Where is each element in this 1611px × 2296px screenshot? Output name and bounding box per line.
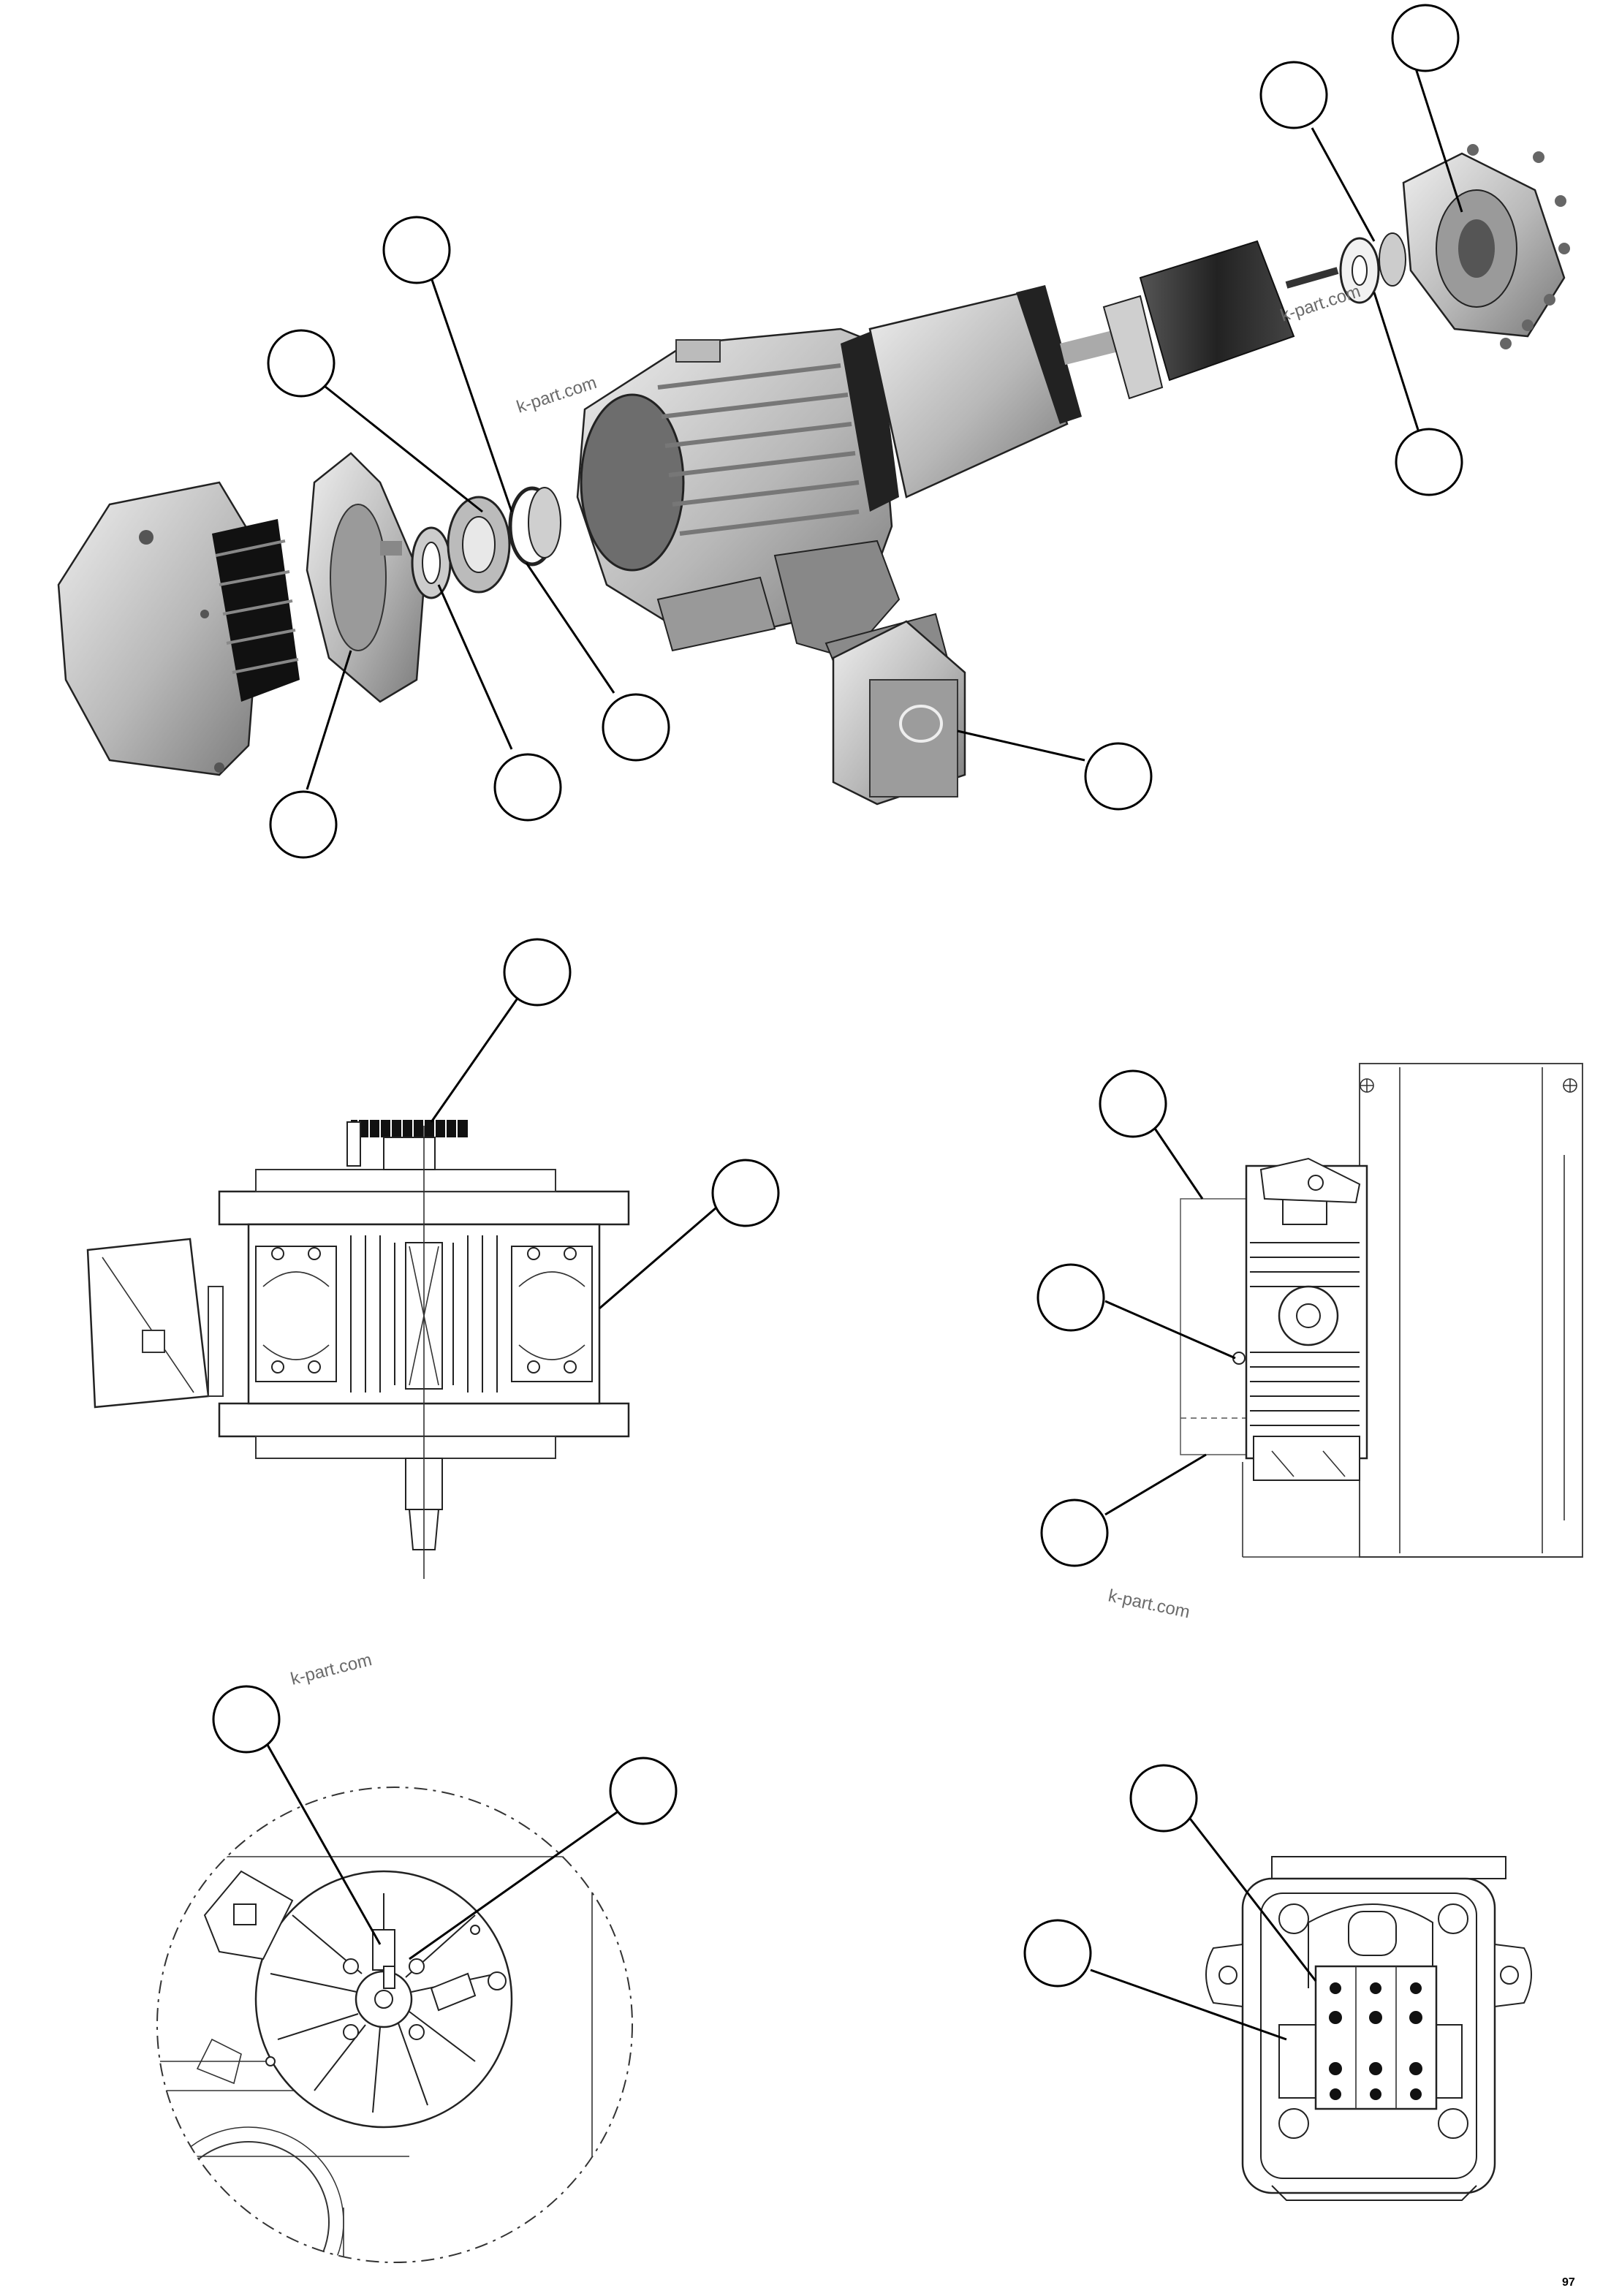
bearing-housing <box>447 496 511 594</box>
motor-side-view <box>1036 1063 1583 1567</box>
rotor <box>1060 240 1339 400</box>
callout-circle <box>267 329 336 398</box>
watermark: k-part.com <box>289 1650 374 1689</box>
callout-circle <box>503 938 572 1007</box>
rear-end-shield <box>306 452 425 703</box>
callout-circle <box>609 1757 678 1825</box>
callout-circle <box>493 753 562 822</box>
callout-circle <box>1099 1069 1167 1138</box>
exploded-motor-view <box>57 4 1570 859</box>
callout-circle <box>711 1159 780 1227</box>
terminal-box <box>825 613 966 806</box>
terminal-box-view <box>1023 1764 1532 2201</box>
callout-circle <box>1395 428 1463 496</box>
callout-circle <box>1040 1499 1109 1567</box>
page-code: 97 <box>1562 2276 1575 2289</box>
callout-circle <box>1084 742 1153 811</box>
fan-cover <box>57 481 265 776</box>
callout-circle <box>1023 1919 1092 1988</box>
front-end-shield <box>1402 144 1570 349</box>
callout-circle <box>1259 61 1328 129</box>
callout-circle <box>602 693 670 762</box>
stator <box>841 285 1082 512</box>
rear-bearing <box>411 526 452 599</box>
wave-washer <box>508 486 561 567</box>
callout-circle <box>1391 4 1460 72</box>
watermark: k-part.com <box>1107 1585 1191 1622</box>
brake-detail-view <box>156 1685 678 2263</box>
cooling-fan <box>212 519 300 702</box>
callout-circle <box>1129 1764 1198 1833</box>
callout-circle <box>269 790 338 859</box>
front-bearing <box>1339 232 1406 304</box>
callout-circle <box>212 1685 281 1754</box>
motor-frame <box>576 327 901 659</box>
watermark: k-part.com <box>1278 281 1363 326</box>
callout-circle <box>1036 1263 1105 1332</box>
callout-circle <box>382 216 451 284</box>
motor-top-view <box>86 938 780 1579</box>
